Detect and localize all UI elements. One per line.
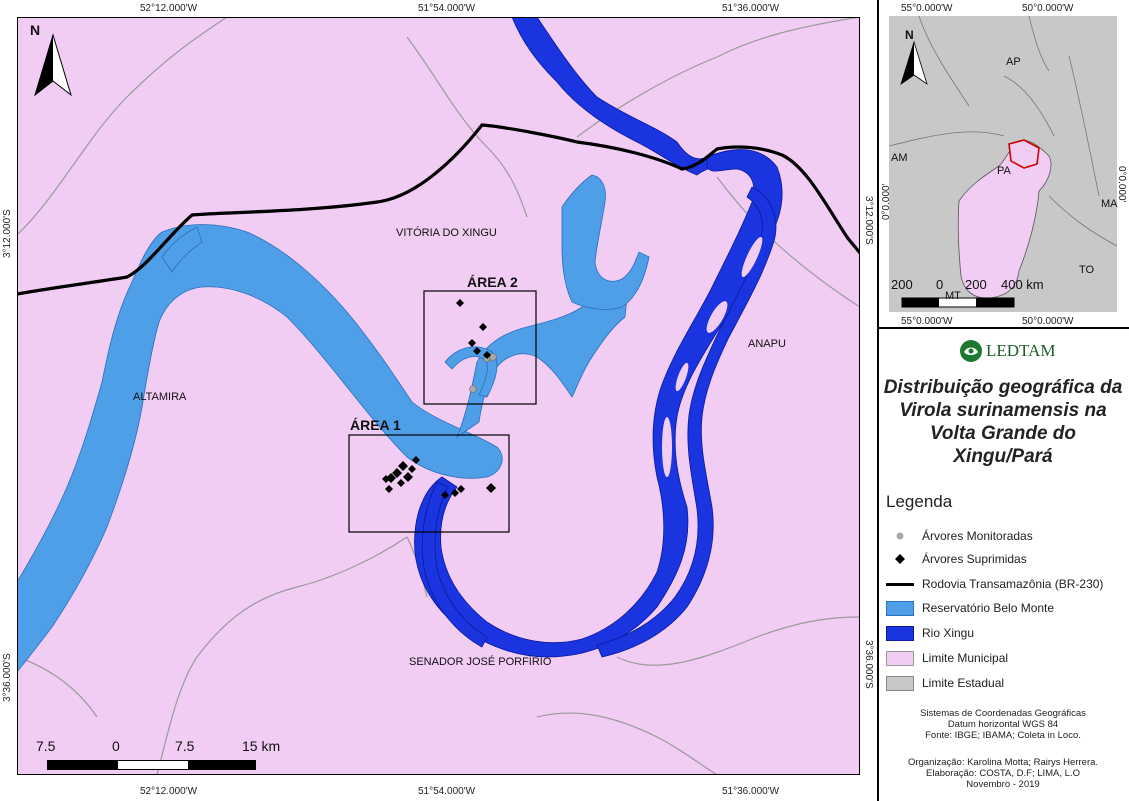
legend-item-rio-xingu: Rio Xingu	[886, 624, 974, 642]
panel-divider	[877, 0, 879, 801]
legend-label-arvores-suprimidas: Árvores Suprimidas	[922, 552, 1027, 566]
main-map-frame	[17, 17, 860, 775]
inset-north-label: N	[905, 28, 914, 42]
logo-icon	[960, 340, 982, 362]
coord-right-1: 3°12.000'S	[863, 196, 874, 245]
coord-bottom-3: 51°36.000'W	[722, 786, 780, 797]
label-altamira: ALTAMIRA	[133, 391, 187, 403]
legend-label-limite-municipal: Limite Municipal	[922, 651, 1009, 665]
arvores-suprimidas-points	[382, 299, 496, 499]
coord-top-2: 51°54.000'W	[418, 3, 476, 14]
state-swatch	[886, 675, 914, 691]
legend-label-arvores-monitoradas: Árvores Monitoradas	[922, 529, 1033, 543]
inset-para-state	[957, 139, 1052, 299]
river-islands	[481, 236, 763, 622]
label-senador-jose-porfirio: SENADOR JOSÉ PORFÍRIO	[409, 656, 552, 668]
label-vitoria-do-xingu: VITÓRIA DO XINGU	[396, 227, 497, 239]
coord-top-3: 51°36.000'W	[722, 3, 780, 14]
info-line-1: Sistemas de Coordenadas Geográficas	[920, 708, 1086, 719]
coord-left-2: 3°36.000'S	[2, 653, 13, 702]
legend-item-arvores-suprimidas: Árvores Suprimidas	[886, 550, 1027, 568]
logo: LEDTAM	[958, 338, 1055, 364]
inset-label-ap: AP	[1006, 56, 1021, 68]
legend-label-rio-xingu: Rio Xingu	[922, 626, 975, 640]
municipal-boundaries	[17, 17, 860, 775]
map-canvas	[17, 17, 860, 775]
label-area-2: ÁREA 2	[467, 274, 518, 290]
legend-item-limite-municipal: Limite Municipal	[886, 649, 1008, 667]
reservatorio-belo-monte	[17, 174, 650, 673]
map-title: Distribuição geográfica da Virola surina…	[883, 377, 1123, 467]
scale-label-4: 15 km	[242, 738, 281, 754]
river-swatch	[886, 625, 914, 641]
area-1-box	[348, 434, 510, 533]
inset-study-area	[1008, 139, 1040, 169]
municipal-swatch	[886, 650, 914, 666]
legend-label-reservatorio: Reservatório Belo Monte	[922, 601, 1055, 615]
label-area-1: ÁREA 1	[350, 417, 401, 433]
info-line-5: Elaboração: COSTA, D.F; LIMA, L.O	[926, 768, 1080, 779]
black-diamond-icon	[895, 554, 905, 564]
inset-coord-bottom-2: 50°0.000'W	[1022, 316, 1074, 327]
scale-label-2: 0	[112, 738, 120, 754]
inset-coord-bottom-1: 55°0.000'W	[901, 316, 953, 327]
inset-label-to: TO	[1079, 264, 1095, 276]
coord-bottom-1: 52°12.000'W	[140, 786, 198, 797]
area-2-box	[423, 290, 537, 405]
inset-label-ma: MA	[1101, 198, 1118, 210]
legend-item-limite-estadual: Limite Estadual	[886, 674, 1004, 692]
main-map: 52°12.000'W 51°54.000'W 51°36.000'W 52°1…	[2, 3, 874, 797]
scale-bar	[47, 760, 256, 770]
legend-title: Legenda	[886, 492, 953, 511]
info-line-6: Novembro - 2019	[966, 779, 1040, 790]
legend-item-arvores-monitoradas: Árvores Monitoradas	[886, 527, 1033, 545]
info-line-4: Organização: Karolina Motta; Rairys Herr…	[907, 757, 1099, 768]
coord-bottom-2: 51°54.000'W	[418, 786, 476, 797]
inset-label-am: AM	[891, 152, 908, 164]
north-arrow-icon	[34, 33, 72, 97]
inset-coord-top-2: 50°0.000'W	[1022, 3, 1074, 14]
logo-text: LEDTAM	[986, 341, 1056, 360]
legend-item-rodovia: Rodovia Transamazônia (BR-230)	[886, 575, 1103, 593]
road-line-icon	[886, 582, 914, 586]
north-label: N	[30, 22, 41, 38]
inset-map: 55°0.000'W 50°0.000'W 55°0.000'W 50°0.00…	[879, 0, 1129, 328]
reservoir-swatch	[886, 600, 914, 616]
municipal-background	[17, 17, 860, 775]
inset-scale-3: 200	[965, 277, 987, 292]
inset-scale-2: 0	[936, 277, 944, 292]
coord-right-2: 3°36.000'S	[863, 640, 874, 689]
inset-label-mt: MT	[945, 290, 961, 302]
inset-label-pa: PA	[997, 165, 1011, 177]
inset-scale-4: 400 km	[1001, 277, 1044, 292]
road-br230	[17, 123, 860, 296]
coord-left-1: 3°12.000'S	[2, 209, 13, 258]
legend-item-reservatorio: Reservatório Belo Monte	[886, 599, 1054, 617]
label-anapu: ANAPU	[748, 338, 786, 350]
legend-label-limite-estadual: Limite Estadual	[922, 676, 1005, 690]
info-line-2: Datum horizontal WGS 84	[947, 719, 1059, 730]
scale-label-1: 7.5	[36, 738, 56, 754]
inset-divider	[879, 327, 1129, 329]
gray-dot-icon	[896, 532, 904, 540]
info-line-3: Fonte: IBGE; IBAMA; Coleta in Loco.	[925, 730, 1081, 741]
inset-scale-1: 200	[891, 277, 913, 292]
coord-top-1: 52°12.000'W	[140, 3, 198, 14]
legend-label-rodovia: Rodovia Transamazônia (BR-230)	[922, 577, 1104, 591]
inset-coord-top-1: 55°0.000'W	[901, 3, 953, 14]
scale-label-3: 7.5	[175, 738, 195, 754]
inset-north-arrow-icon	[900, 40, 928, 85]
inset-canvas	[889, 16, 1117, 312]
